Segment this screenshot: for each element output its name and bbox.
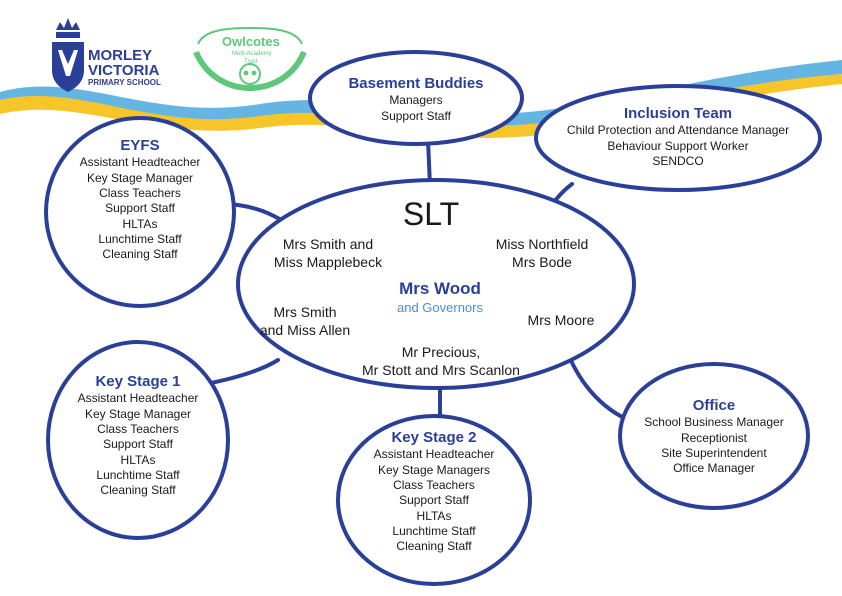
school-crest-icon [52,18,84,92]
team-ks2: Key Stage 2 Assistant Headteacher Key St… [344,428,524,555]
team-inclusion: Inclusion Team Child Protection and Atte… [538,104,818,169]
slt-link-ks1-line: and Miss Allen [259,321,351,338]
slt-link-inclusion-line: Miss Northfield [495,236,589,252]
team-basement-member: Managers [389,93,443,108]
slt-head-sub: and Governors [397,299,483,315]
ellipse-ks2 [336,414,532,586]
slt-title: SLT [402,196,460,232]
team-ks2-member: Key Stage Managers [377,462,491,477]
slt-link-office-line: Mrs Moore [527,312,595,328]
trust-logo-sub2: Trust [244,59,258,65]
team-eyfs-member: HLTAs [122,216,158,231]
slt-link-ks2-line: Mr Precious, [401,344,481,360]
ellipse-ks1 [46,340,230,540]
team-ks1-title: Key Stage 1 [95,373,181,390]
team-inclusion-title: Inclusion Team [623,105,733,122]
team-inclusion-member: SENDCO [652,153,704,168]
ellipse-inclusion [534,84,822,192]
team-basement-member: Support Staff [381,108,451,123]
team-ks1-member: Cleaning Staff [100,483,176,498]
team-eyfs-member: Lunchtime Staff [98,231,182,246]
team-office: Office School Business Manager Reception… [624,396,804,477]
team-ks2-member: Cleaning Staff [396,539,472,554]
team-ks1-member: Assistant Headteacher [77,391,199,406]
team-inclusion-member: Child Protection and Attendance Manager [566,123,790,138]
slt-link-ks2: Mr Precious, Mr Stott and Mrs Scanlon [336,344,546,380]
slt-link-inclusion-line: Mrs Bode [512,253,572,270]
team-eyfs-title: EYFS [120,137,160,154]
slt-link-inclusion: Miss Northfield Mrs Bode [472,236,612,272]
team-ks2-member: Class Teachers [393,477,475,492]
team-eyfs-member: Cleaning Staff [102,247,178,262]
background-wave-sky [0,60,842,128]
team-ks1-member: Lunchtime Staff [96,467,180,482]
team-ks1-member: HLTAs [120,452,156,467]
team-ks1-member: Class Teachers [97,421,179,436]
team-inclusion-member: Behaviour Support Worker [607,138,749,153]
slt-link-ks1: Mrs Smith and Miss Allen [240,304,370,340]
slt-link-office: Mrs Moore [506,312,616,330]
ellipse-eyfs [44,116,236,308]
team-office-member: School Business Manager [644,415,784,430]
team-office-member: Site Superintendent [661,445,767,460]
trust-logo-sub1: Multi-Academy [232,51,272,57]
team-ks2-title: Key Stage 2 [391,429,477,446]
school-logo-line2: VICTORIA [88,62,160,79]
slt-link-eyfs-line: Miss Mapplebeck [273,253,383,270]
background-wave-yellow [0,74,842,138]
team-eyfs-member: Assistant Headteacher [79,155,201,170]
team-eyfs-member: Support Staff [105,201,175,216]
team-ks2-member: HLTAs [416,508,452,523]
team-basement-title: Basement Buddies [348,75,484,92]
team-office-title: Office [692,397,736,414]
team-office-member: Receptionist [680,430,748,445]
ellipse-office [618,362,810,510]
ellipse-basement [308,50,524,146]
team-eyfs-member: Key Stage Manager [86,170,194,185]
trust-logo-name: Owlcotes [222,34,280,49]
team-ks1-member: Key Stage Manager [84,406,192,421]
slt-head: Mrs Wood and Governors [370,278,510,316]
slt-link-eyfs-line: Mrs Smith and [282,236,374,252]
team-office-member: Office Manager [673,461,755,476]
slt-link-ks2-line: Mr Stott and Mrs Scanlon [362,361,520,378]
slt-link-ks1-line: Mrs Smith [273,304,337,320]
slt-link-eyfs: Mrs Smith and Miss Mapplebeck [258,236,398,272]
team-ks2-member: Lunchtime Staff [392,523,476,538]
team-ks1-member: Support Staff [103,437,173,452]
team-eyfs-member: Class Teachers [99,185,181,200]
team-ks1: Key Stage 1 Assistant Headteacher Key St… [48,372,228,499]
school-logo-line1: MORLEY [88,47,153,64]
team-eyfs: EYFS Assistant Headteacher Key Stage Man… [50,136,230,263]
ellipse-slt [236,178,636,390]
team-basement: Basement Buddies Managers Support Staff [316,74,516,124]
team-ks2-member: Assistant Headteacher [373,447,495,462]
slt-head-name: Mrs Wood [399,279,481,298]
trust-badge-icon [193,26,307,92]
school-logo-line3: PRIMARY SCHOOL [88,78,161,87]
team-ks2-member: Support Staff [399,493,469,508]
connector-ks1 [204,358,280,386]
